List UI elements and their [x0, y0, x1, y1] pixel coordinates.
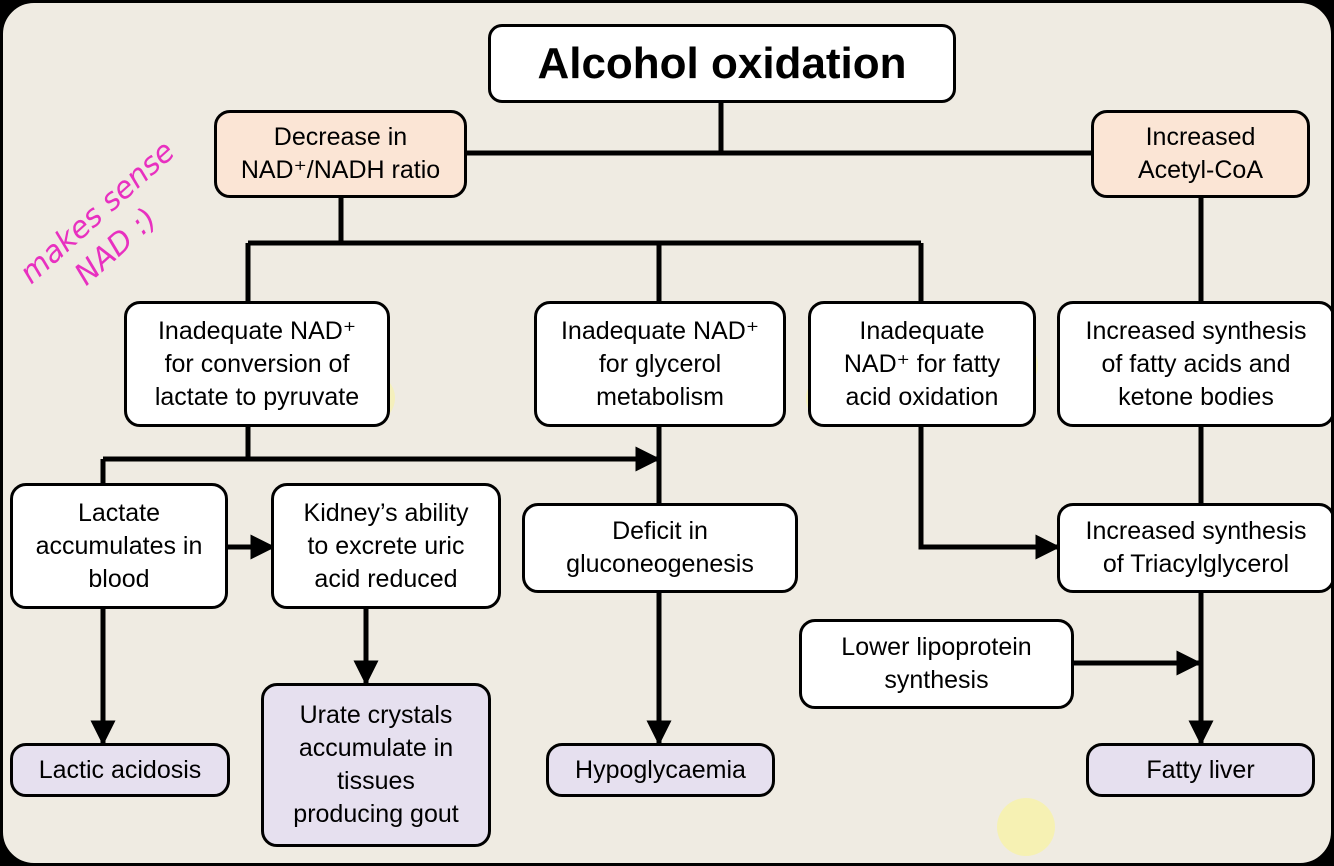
- glycerol-node: Inadequate NAD⁺ for glycerol metabolism: [534, 301, 786, 427]
- title-node: Alcohol oxidation: [488, 24, 956, 103]
- lactate-blood-node: Lactate accumulates in blood: [10, 483, 228, 609]
- lactate-pyruvate-node: Inadequate NAD⁺ for conversion of lactat…: [124, 301, 390, 427]
- fatty-oxidation-node: Inadequate NAD⁺ for fatty acid oxidation: [808, 301, 1036, 427]
- triacylglycerol-node: Increased synthesis of Triacylglycerol: [1057, 503, 1331, 593]
- acetyl-coa-node: Increased Acetyl-CoA: [1091, 110, 1310, 198]
- hypoglycaemia-node: Hypoglycaemia: [546, 743, 775, 797]
- fatty-liver-node: Fatty liver: [1086, 743, 1315, 797]
- gluconeogenesis-node: Deficit in gluconeogenesis: [522, 503, 798, 593]
- highlight-dot: [997, 798, 1055, 856]
- title-text: Alcohol oxidation: [537, 39, 907, 88]
- lactic-acidosis-node: Lactic acidosis: [10, 743, 230, 797]
- svg-text:makes sense NAD :): makes sense NAD :): [13, 128, 214, 320]
- urate-node: Urate crystals accumulate in tissues pro…: [261, 683, 491, 847]
- handwritten-note: makes sense NAD :): [13, 128, 214, 320]
- connector-lines: [90, 101, 1214, 746]
- arrow: [918, 425, 1061, 560]
- fa-synthesis-node: Increased synthesis of fatty acids and k…: [1057, 301, 1331, 427]
- lipoprotein-node: Lower lipoprotein synthesis: [799, 619, 1074, 709]
- kidney-node: Kidney’s ability to excrete uric acid re…: [271, 483, 501, 609]
- nad-ratio-node: Decrease in NAD⁺/NADH ratio: [214, 110, 467, 198]
